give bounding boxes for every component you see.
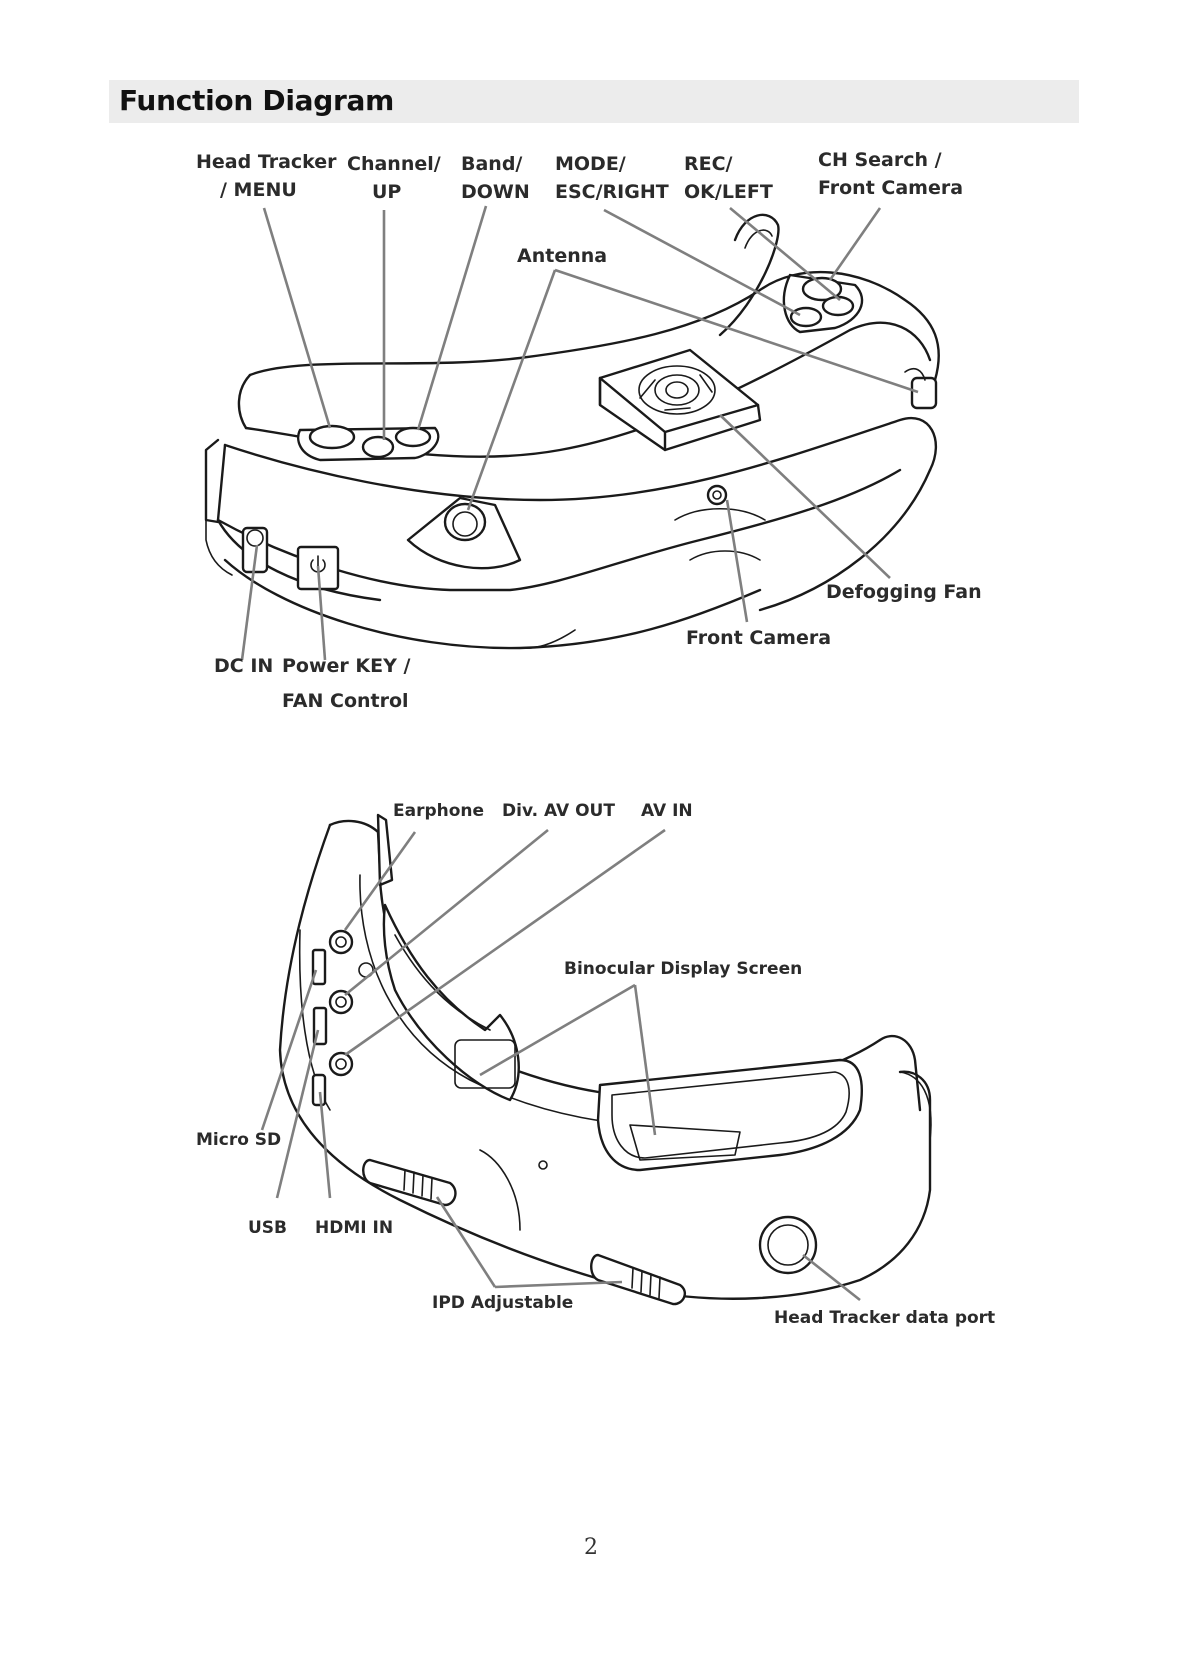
label-power-key-line2: FAN Control bbox=[282, 690, 409, 712]
label-earphone: Earphone bbox=[393, 801, 484, 821]
top-labels: Head Tracker / MENU Channel/ UP Band/ DO… bbox=[196, 149, 982, 712]
label-head-tracker-line2: / MENU bbox=[220, 179, 297, 201]
label-mode-line1: MODE/ bbox=[555, 153, 626, 175]
label-front-camera: Front Camera bbox=[686, 627, 831, 649]
label-rec-line1: REC/ bbox=[684, 153, 733, 175]
label-binocular-display-screen: Binocular Display Screen bbox=[564, 959, 802, 979]
label-head-tracker-line1: Head Tracker bbox=[196, 151, 337, 173]
section-header: Function Diagram bbox=[109, 80, 1079, 123]
label-defogging-fan: Defogging Fan bbox=[826, 581, 982, 603]
label-power-key-line1: Power KEY / bbox=[282, 655, 410, 677]
goggles-front-illustration bbox=[204, 213, 940, 650]
label-channel-line2: UP bbox=[372, 181, 401, 203]
label-hdmi-in: HDMI IN bbox=[315, 1218, 393, 1238]
label-av-in: AV IN bbox=[641, 801, 693, 821]
label-dc-in: DC IN bbox=[214, 655, 273, 677]
label-usb: USB bbox=[248, 1218, 287, 1238]
label-ch-search-line2: Front Camera bbox=[818, 177, 963, 199]
label-div-av-out: Div. AV OUT bbox=[502, 801, 615, 821]
label-head-tracker-data-port: Head Tracker data port bbox=[774, 1308, 995, 1328]
label-rec-line2: OK/LEFT bbox=[684, 181, 773, 203]
top-leader-lines bbox=[240, 205, 919, 661]
label-band-line1: Band/ bbox=[461, 153, 522, 175]
label-band-line2: DOWN bbox=[461, 181, 530, 203]
goggles-back-illustration bbox=[278, 813, 932, 1306]
label-ch-search-line1: CH Search / bbox=[818, 149, 942, 171]
label-mode-line2: ESC/RIGHT bbox=[555, 181, 669, 203]
label-micro-sd: Micro SD bbox=[196, 1130, 281, 1150]
page-number: 2 bbox=[584, 1535, 598, 1560]
bottom-labels: Earphone Div. AV OUT AV IN Binocular Dis… bbox=[196, 801, 995, 1328]
label-channel-line1: Channel/ bbox=[347, 153, 441, 175]
label-antenna: Antenna bbox=[517, 245, 607, 267]
label-ipd-adjustable: IPD Adjustable bbox=[432, 1293, 573, 1313]
bottom-leader-lines bbox=[260, 828, 861, 1302]
page-title: Function Diagram bbox=[119, 84, 394, 117]
